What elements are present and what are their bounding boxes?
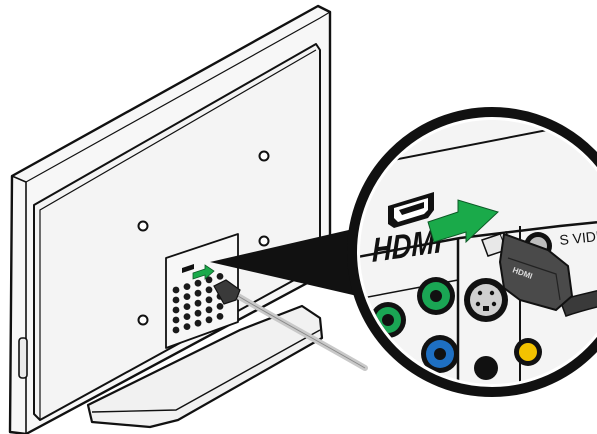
mount-hole xyxy=(139,222,148,231)
small-jack xyxy=(184,293,191,300)
small-jack xyxy=(206,286,213,293)
s-video-jack-icon xyxy=(464,278,508,322)
tv-back xyxy=(10,6,330,434)
green-jack xyxy=(417,277,455,315)
small-jack xyxy=(173,327,180,334)
small-jack xyxy=(173,317,180,324)
small-jack xyxy=(195,290,202,297)
small-jack xyxy=(184,323,191,330)
small-jack xyxy=(195,320,202,327)
small-jack xyxy=(195,280,202,287)
black-jack xyxy=(474,356,498,380)
small-jack xyxy=(195,310,202,317)
side-button xyxy=(19,338,27,378)
small-jack xyxy=(184,303,191,310)
small-jack xyxy=(184,313,191,320)
small-jack xyxy=(217,273,224,280)
small-jack xyxy=(173,287,180,294)
small-jack xyxy=(206,296,213,303)
zoom-callout: HDMI S VIDEO xyxy=(352,112,597,402)
small-jack xyxy=(173,307,180,314)
small-jack xyxy=(195,300,202,307)
small-jack xyxy=(217,303,224,310)
mount-hole xyxy=(139,316,148,325)
small-jack xyxy=(217,313,224,320)
yellow-jack xyxy=(514,338,542,366)
small-jack xyxy=(206,306,213,313)
mount-hole xyxy=(260,237,269,246)
small-jack xyxy=(184,283,191,290)
mount-hole xyxy=(260,152,269,161)
small-jack xyxy=(173,297,180,304)
small-jack xyxy=(206,316,213,323)
